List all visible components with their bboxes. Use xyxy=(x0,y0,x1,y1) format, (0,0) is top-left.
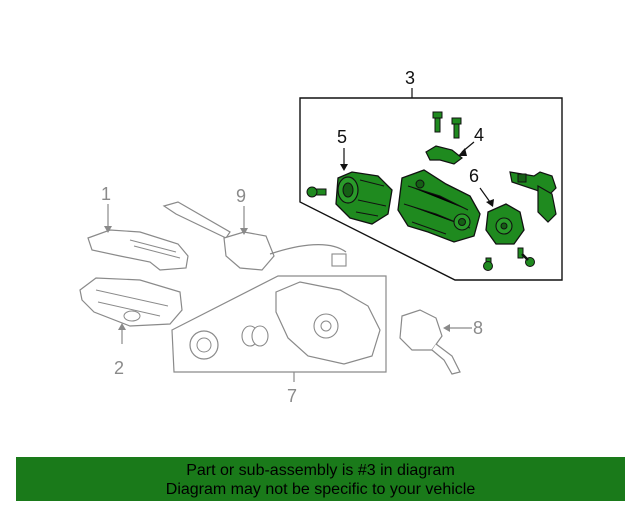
callout-4-arrowhead xyxy=(458,148,467,156)
callout-2-arrowhead xyxy=(118,323,126,330)
callout-5-arrowhead xyxy=(340,164,348,171)
turn-signal-switch-part-8[interactable] xyxy=(399,309,461,375)
callout-9-arrowhead xyxy=(240,228,248,235)
callout-3-label: 3 xyxy=(405,68,415,88)
callout-2-label: 2 xyxy=(114,358,124,378)
callout-9-label: 9 xyxy=(236,186,246,206)
callout-8-arrowhead xyxy=(443,324,450,332)
callout-8-label: 8 xyxy=(473,318,483,338)
lock-cylinder-part-5[interactable] xyxy=(335,171,393,225)
ignition-switch-part-6[interactable] xyxy=(485,203,525,245)
bolt-bottom-2-part xyxy=(517,247,535,267)
combination-switch-body-part-7[interactable] xyxy=(171,275,387,373)
combination-switch-part-9[interactable] xyxy=(162,201,347,271)
assembly-3-frame xyxy=(299,97,563,281)
bolt-bottom-1-part xyxy=(483,257,493,271)
assembly-7-frame xyxy=(171,275,387,373)
keys-part[interactable] xyxy=(509,171,557,223)
callout-1-label: 1 xyxy=(101,184,111,204)
parts-diagram: 3 5 4 xyxy=(79,68,563,406)
bracket-part-4[interactable] xyxy=(425,145,463,165)
bolt-top-1-part xyxy=(432,111,443,133)
lower-column-cover-part-2[interactable] xyxy=(79,277,183,327)
bolt-left-part xyxy=(306,186,327,198)
callout-5-label: 5 xyxy=(337,127,347,147)
callout-6-arrowhead xyxy=(486,199,494,207)
callout-6-label: 6 xyxy=(469,166,479,186)
callout-7-label: 7 xyxy=(287,386,297,406)
info-banner: Part or sub-assembly is #3 in diagram Di… xyxy=(16,457,625,501)
upper-column-cover-part-1[interactable] xyxy=(87,229,189,271)
assembly-3-group[interactable]: 3 5 4 xyxy=(299,68,563,281)
banner-line-1: Part or sub-assembly is #3 in diagram xyxy=(186,462,455,479)
steering-lock-housing-part[interactable] xyxy=(397,169,481,243)
callout-6-leader xyxy=(479,187,491,203)
callout-4-label: 4 xyxy=(474,125,484,145)
banner-line-2: Diagram may not be specific to your vehi… xyxy=(165,481,476,498)
callout-1-arrowhead xyxy=(104,226,112,233)
bolt-top-2-part xyxy=(451,117,462,139)
